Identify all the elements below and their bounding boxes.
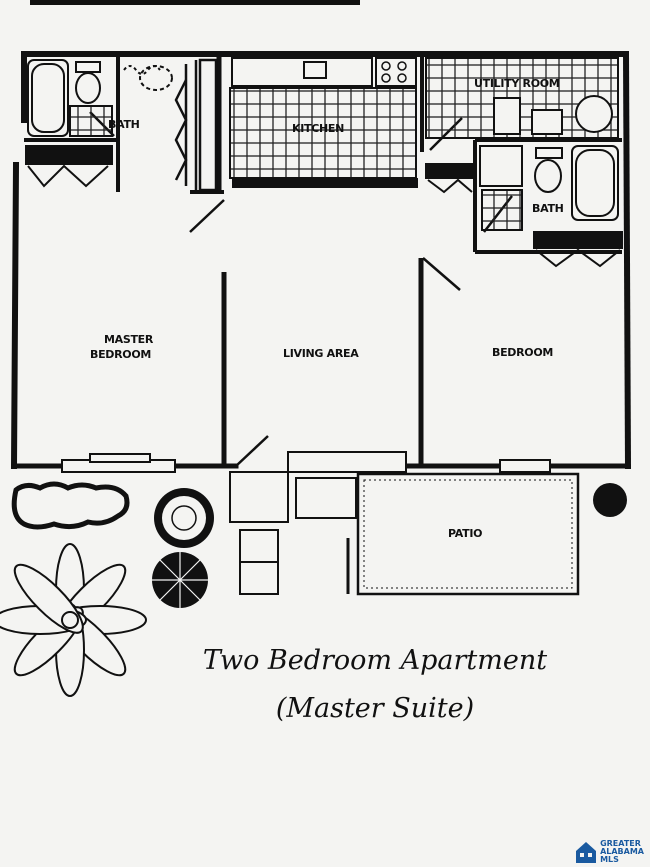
plan-title: Two Bedroom Apartment bbox=[202, 645, 548, 676]
label-living-area: LIVING AREA bbox=[283, 347, 359, 360]
mls-watermark: GREATER ALABAMA MLS bbox=[575, 840, 644, 864]
watermark-line1: GREATER bbox=[600, 839, 641, 848]
exterior-walls bbox=[10, 50, 632, 470]
windows bbox=[61, 451, 551, 473]
label-master-bedroom-2: BEDROOM bbox=[90, 348, 151, 361]
plan-subtitle: (Master Suite) bbox=[275, 693, 475, 724]
watermark-line3: MLS bbox=[600, 855, 619, 864]
label-bath-left: BATH bbox=[108, 118, 140, 131]
label-utility-room: UTILITY ROOM bbox=[474, 77, 559, 90]
kitchen-floor bbox=[229, 57, 418, 188]
watermark-text: GREATER ALABAMA MLS bbox=[600, 840, 644, 864]
landscaping bbox=[0, 481, 627, 697]
round-shrub bbox=[154, 488, 214, 548]
house-logo-icon bbox=[576, 842, 597, 863]
label-patio: PATIO bbox=[448, 527, 482, 540]
dark-shrub bbox=[152, 552, 208, 608]
entry-steps bbox=[229, 471, 357, 595]
label-bedroom: BEDROOM bbox=[492, 346, 553, 359]
right-bathroom-fixtures bbox=[479, 145, 619, 231]
small-shrub bbox=[593, 483, 627, 517]
top-edge-strip bbox=[30, 0, 360, 5]
hedge-planter bbox=[11, 481, 130, 530]
hall-closet-door bbox=[425, 163, 475, 194]
left-bath-vanity bbox=[25, 145, 113, 188]
right-bath-vanity bbox=[533, 231, 623, 268]
palm-tree bbox=[0, 543, 147, 697]
label-master-bedroom-1: MASTER bbox=[104, 333, 154, 346]
left-bathroom-fixtures bbox=[27, 59, 173, 137]
patio-outline bbox=[346, 472, 580, 596]
label-bath-right: BATH bbox=[532, 202, 564, 215]
utility-room-floor bbox=[425, 57, 619, 139]
label-kitchen: KITCHEN bbox=[292, 122, 344, 135]
interior-walls bbox=[24, 56, 622, 466]
watermark-line2: ALABAMA bbox=[600, 847, 644, 856]
closet-bifold-doors bbox=[174, 58, 218, 192]
